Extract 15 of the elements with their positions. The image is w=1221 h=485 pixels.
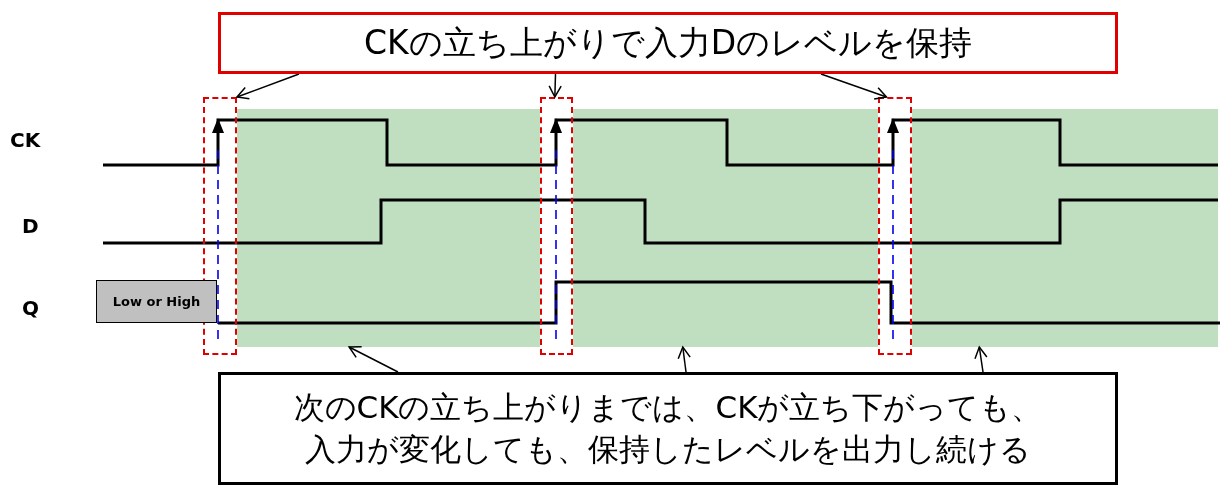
arrow: [548, 73, 562, 98]
signal-name: D: [22, 214, 39, 238]
arrow: [820, 73, 888, 100]
state-box: Low or High: [96, 280, 217, 323]
callout-box: CKの立ち上がりで入力Dのレベルを保持: [218, 12, 1118, 74]
hold-region: [912, 109, 1218, 347]
callout-box: 次のCKの立ち上がりまでは、CKが立ち下がっても、入力が変化しても、保持したレベルを出力し続ける: [218, 372, 1118, 485]
signal-name: CK: [10, 128, 41, 152]
signal-name: Q: [22, 296, 39, 320]
hold-region: [237, 109, 540, 347]
arrow: [348, 345, 399, 373]
hold-region: [573, 109, 878, 347]
arrow: [236, 73, 300, 100]
arrow: [677, 346, 691, 373]
arrow: [974, 346, 988, 373]
